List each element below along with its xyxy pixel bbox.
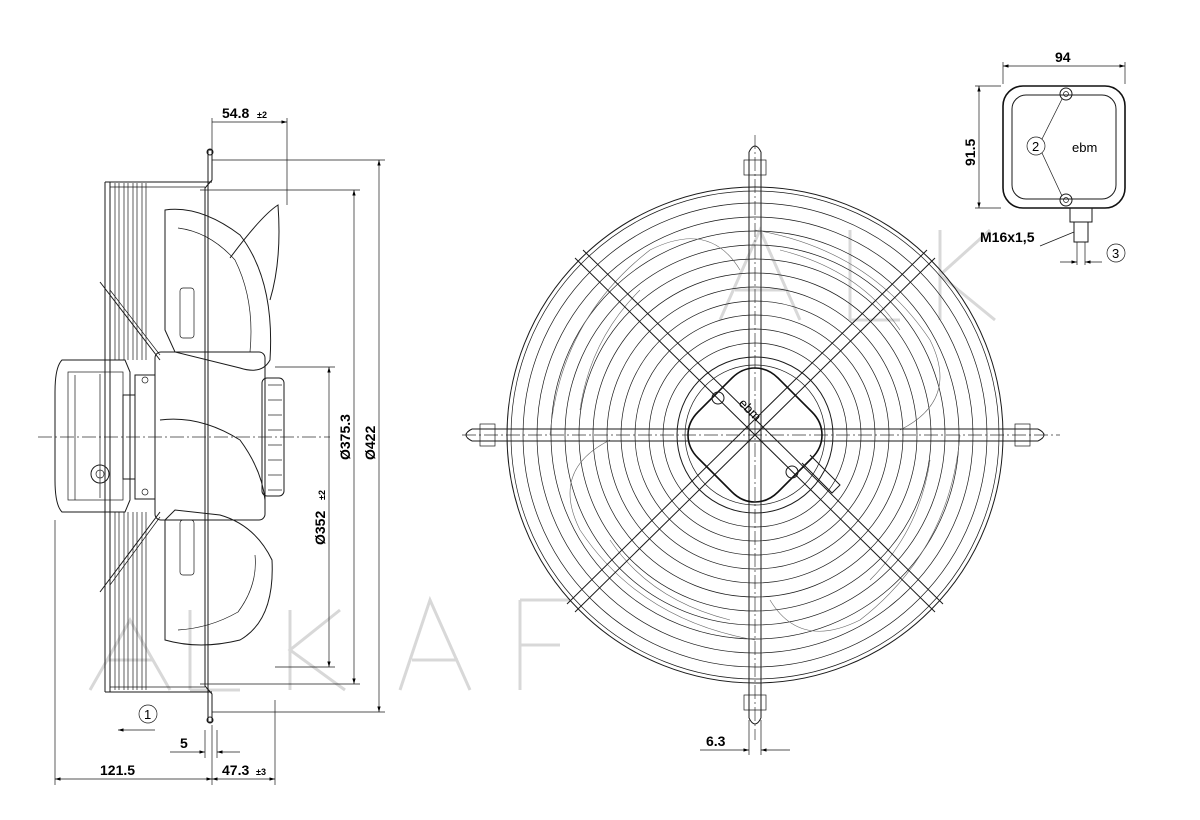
thread-label: M16x1,5 bbox=[980, 229, 1035, 245]
guard-rings bbox=[506, 186, 1004, 684]
guard-cross-wires bbox=[465, 145, 1045, 725]
dim-flange: 5 bbox=[180, 735, 188, 751]
dim-inner-diameter: Ø375.3 bbox=[337, 414, 353, 460]
rotor-hub bbox=[154, 351, 266, 521]
terminal-box-detail: ebm 2 3 M16x1,5 94 91.5 bbox=[962, 49, 1126, 265]
side-view: 54.8 ±2 Ø422 Ø375.3 Ø352 ±2 121.5 47.3 ±… bbox=[38, 105, 385, 785]
dim-top-offset: 54.8 bbox=[222, 105, 249, 121]
dim-top-offset-tol: ±2 bbox=[257, 110, 267, 120]
dim-box-width: 94 bbox=[1055, 49, 1071, 65]
front-terminal-box bbox=[687, 367, 823, 503]
side-guard-wires bbox=[99, 181, 212, 693]
blade-bottom bbox=[164, 509, 273, 646]
dim-box-height: 91.5 bbox=[962, 139, 978, 166]
callout-3: 3 bbox=[1112, 246, 1119, 261]
blade-top bbox=[164, 208, 272, 371]
callout-2: 2 bbox=[1032, 139, 1039, 154]
dim-depth-left: 121.5 bbox=[100, 762, 135, 778]
dim-blade-tol: ±2 bbox=[317, 490, 327, 500]
motor-housing bbox=[54, 359, 131, 513]
dim-blade-diameter: Ø352 bbox=[312, 511, 328, 545]
dim-depth-right-tol: ±3 bbox=[256, 767, 266, 777]
dim-outer-diameter: Ø422 bbox=[362, 426, 378, 460]
front-hub bbox=[676, 356, 834, 514]
watermark bbox=[88, 226, 996, 692]
mounting-flange bbox=[204, 149, 213, 723]
callout-1: 1 bbox=[144, 707, 151, 722]
front-view: ebm 6.3 bbox=[462, 135, 1060, 755]
dim-wire-thickness: 6.3 bbox=[706, 733, 726, 749]
blade-outlines bbox=[549, 229, 961, 641]
dim-depth-right: 47.3 bbox=[222, 762, 249, 778]
box-logo: ebm bbox=[1072, 140, 1097, 155]
